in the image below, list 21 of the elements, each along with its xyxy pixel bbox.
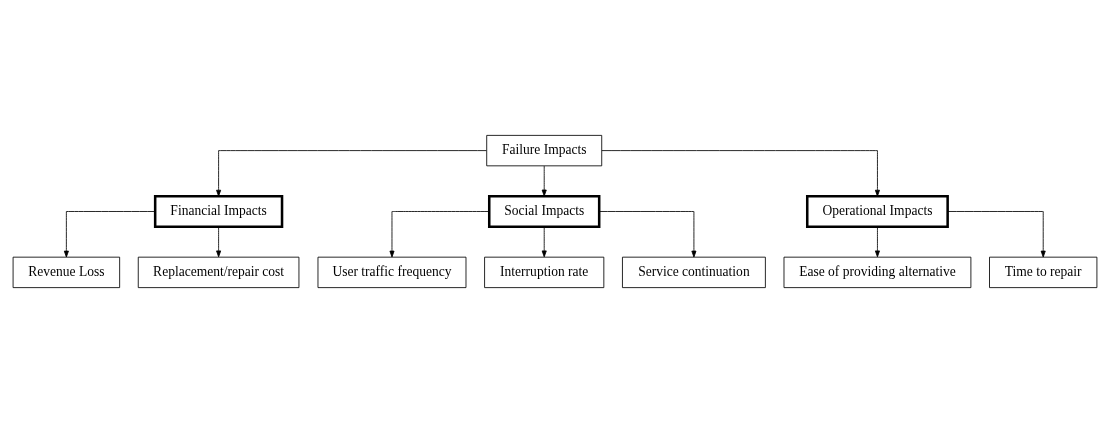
- arrow: [601, 150, 880, 197]
- node-box: Social Impacts: [487, 195, 601, 228]
- arrow: [541, 226, 547, 258]
- node-box: Failure Impacts: [486, 134, 603, 167]
- arrow: [874, 226, 880, 258]
- node-box: Interruption rate: [484, 256, 605, 289]
- arrow: [598, 211, 697, 258]
- arrow: [63, 211, 156, 258]
- node-box: Replacement/repair cost: [137, 256, 300, 289]
- arrow: [216, 226, 222, 258]
- arrow: [216, 150, 487, 197]
- node-box: User traffic frequency: [317, 256, 467, 289]
- node-box: Financial Impacts: [153, 195, 284, 228]
- node-box: Ease of providing alternative: [783, 256, 972, 289]
- arrow: [541, 165, 547, 197]
- node-box: Service continuation: [622, 256, 766, 289]
- arrow: [947, 211, 1046, 258]
- node-box: Revenue Loss: [12, 256, 121, 289]
- node-box: Operational Impacts: [805, 195, 949, 228]
- arrow: [389, 211, 490, 258]
- node-box: Time to repair: [989, 256, 1098, 289]
